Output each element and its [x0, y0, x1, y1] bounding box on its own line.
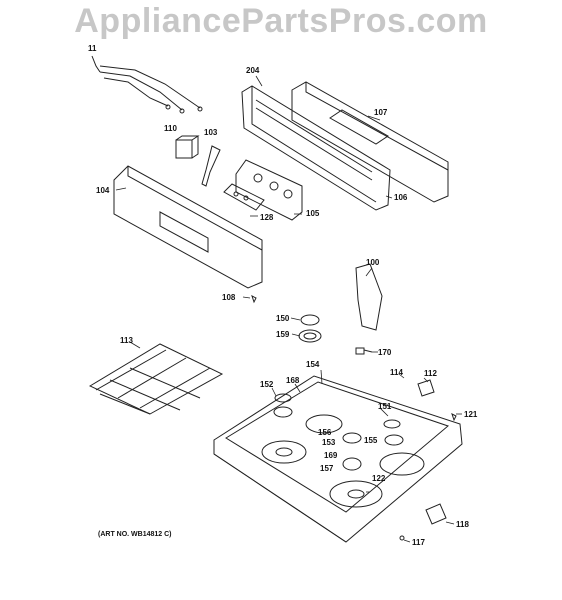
burner-cap-152 [274, 393, 292, 403]
burner-head-155 [384, 434, 404, 446]
screw-108 [251, 295, 257, 304]
label-108: 108 [222, 293, 236, 302]
bracket-part [201, 145, 221, 187]
label-103: 103 [204, 128, 218, 137]
spark-module [417, 379, 435, 397]
control-panel [113, 165, 263, 289]
label-107: 107 [374, 108, 388, 117]
label-110: 110 [164, 124, 177, 133]
screw-117 [399, 535, 405, 541]
art-number: (ART NO. WB14812 C) [98, 531, 172, 538]
label-121: 121 [464, 410, 478, 419]
label-157: 157 [320, 464, 334, 473]
label-106: 106 [394, 193, 408, 202]
label-204: 204 [246, 66, 260, 75]
burner-head-159 [298, 329, 322, 343]
label-100: 100 [366, 258, 380, 267]
label-118: 118 [456, 520, 469, 529]
screw-121 [451, 413, 457, 422]
label-128: 128 [260, 213, 274, 222]
label-155: 155 [364, 436, 378, 445]
label-114: 114 [390, 368, 403, 377]
label-156: 156 [318, 428, 332, 437]
label-105: 105 [306, 209, 320, 218]
backsplash-trim [241, 85, 391, 211]
knob-170 [355, 347, 373, 355]
cooktop [213, 375, 463, 543]
label-159: 159 [276, 330, 290, 339]
label-113: 113 [120, 336, 133, 345]
electronic-control [235, 159, 303, 221]
label-104: 104 [96, 186, 110, 195]
watermark: AppliancePartsPros.com [74, 2, 488, 40]
leveling-leg [425, 503, 447, 525]
leader-lines [115, 75, 462, 543]
label-152: 152 [260, 380, 274, 389]
label-117: 117 [412, 538, 425, 547]
label-168: 168 [286, 376, 300, 385]
label-153: 153 [322, 438, 336, 447]
burner-cap-151 [383, 419, 401, 429]
label-151: 151 [378, 402, 392, 411]
burner-cap-150 [300, 314, 320, 326]
label-11: 11 [88, 44, 97, 53]
burner-cap-153 [342, 432, 362, 444]
burner-head-156 [273, 406, 293, 418]
label-170: 170 [378, 348, 392, 357]
label-112: 112 [424, 369, 437, 378]
label-122: 122 [372, 474, 386, 483]
clock-board [223, 183, 265, 211]
label-150: 150 [276, 314, 290, 323]
label-169: 169 [324, 451, 338, 460]
label-154: 154 [306, 360, 320, 369]
burner-grate [88, 343, 224, 415]
burner-head-157 [342, 457, 362, 471]
switch-part [175, 135, 200, 159]
wire-harness [91, 55, 203, 114]
heat-shield [355, 263, 383, 331]
backguard-panel [291, 81, 449, 203]
